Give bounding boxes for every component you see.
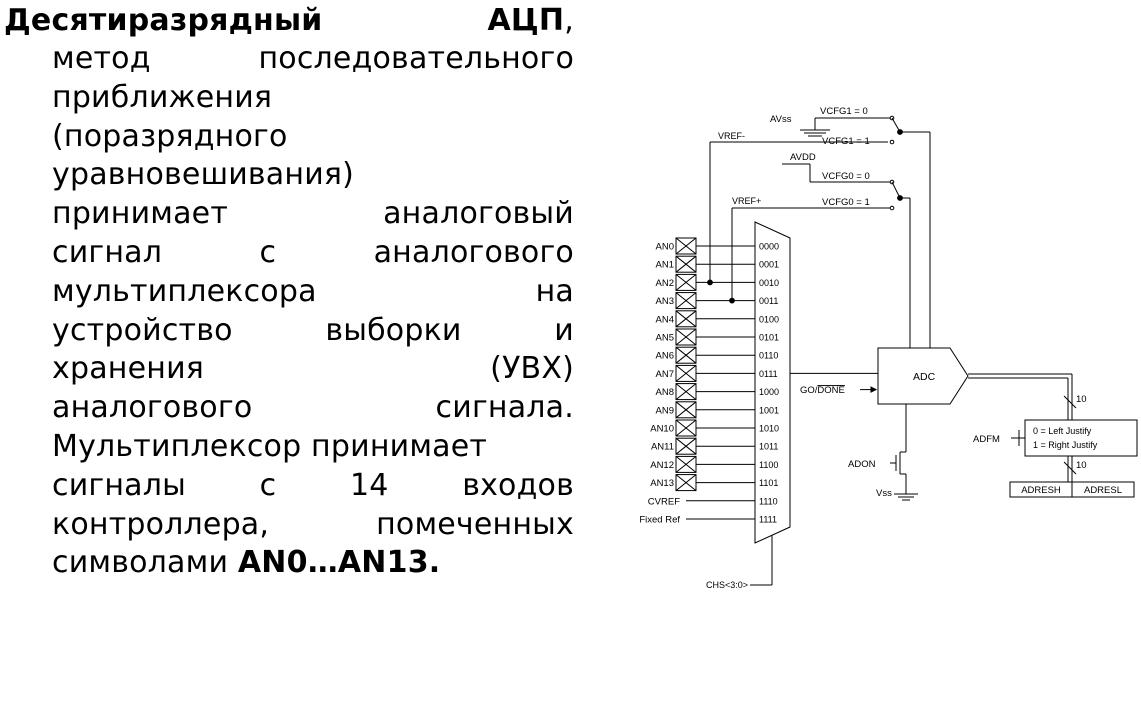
left-justify-label: 0 = Left Justify xyxy=(1033,426,1092,436)
pin-x xyxy=(675,456,697,473)
vcfg1-1-label: VCFG1 = 1 xyxy=(822,136,870,147)
pin-x xyxy=(675,328,697,346)
adfm-label: ADFM xyxy=(973,434,1000,445)
bits-label-bottom: 10 xyxy=(1076,460,1087,471)
text-line: уравновешивания) xyxy=(52,157,355,193)
input-label-an3: AN3 xyxy=(656,296,674,307)
input-label-an8: AN8 xyxy=(656,387,674,398)
text-line: Мультиплексор принимает xyxy=(52,429,488,464)
mux-code: 1001 xyxy=(759,405,779,415)
mux-code: 0010 xyxy=(759,278,779,288)
avdd-label: AVDD xyxy=(790,152,816,163)
pin-x xyxy=(675,237,697,255)
mux-code: 0011 xyxy=(759,296,778,306)
bus-slash xyxy=(1063,395,1077,409)
input-label-an12: AN12 xyxy=(650,460,674,471)
input-label-an13: AN13 xyxy=(650,478,674,489)
adc-label: ADC xyxy=(913,371,936,383)
multiplexer xyxy=(754,221,791,544)
input-label-an6: AN6 xyxy=(656,351,674,362)
mux-code: 1000 xyxy=(759,387,779,397)
heading-word-1: Десятиразрядный xyxy=(4,3,323,38)
input-label-an1: AN1 xyxy=(656,260,674,271)
pin-x xyxy=(675,365,697,382)
heading-line: Десятиразрядный АЦП, xyxy=(4,2,574,40)
adon-label: ADON xyxy=(848,459,876,470)
input-label-an10: AN10 xyxy=(650,424,674,435)
bus-slash xyxy=(1063,461,1077,475)
pin-x xyxy=(675,437,697,455)
vcfg0-1-label: VCFG0 = 1 xyxy=(822,197,870,208)
mux-code: 1011 xyxy=(759,442,778,452)
text-line: хранения(УВХ) xyxy=(52,351,574,387)
mux-code: 1010 xyxy=(759,424,779,434)
chs-label: CHS<3:0> xyxy=(706,580,748,590)
input-label-an9: AN9 xyxy=(656,405,674,416)
avss-label: AVss xyxy=(770,114,792,125)
input-label-an2: AN2 xyxy=(656,278,674,289)
right-justify-label: 1 = Right Justify xyxy=(1033,440,1098,450)
mux-code: 0110 xyxy=(759,351,778,361)
mux-code: 0101 xyxy=(759,333,779,343)
mux-code: 0000 xyxy=(759,242,779,252)
mux-code: 0001 xyxy=(759,260,779,270)
pin-x xyxy=(675,474,697,491)
mux-code: 1111 xyxy=(759,515,777,525)
heading-word-2: АЦП, xyxy=(487,3,574,38)
go-done-label: GO/DONE xyxy=(800,385,845,396)
junction-dot xyxy=(707,279,713,286)
input-label-an7: AN7 xyxy=(656,369,674,380)
adc-block xyxy=(877,347,969,405)
adresl-label: ADRESL xyxy=(1084,485,1122,496)
adresh-label: ADRESH xyxy=(1021,485,1061,496)
input-label-an11: AN11 xyxy=(651,442,674,453)
switch-contact xyxy=(889,139,895,145)
text-line: приближения xyxy=(52,79,273,115)
mux-code: 1110 xyxy=(759,496,778,506)
vcfg1-0-label: VCFG1 = 0 xyxy=(820,106,868,117)
pin-x xyxy=(675,274,697,291)
text-line: контроллера,помеченных xyxy=(52,506,574,542)
input-label-an4: AN4 xyxy=(656,314,674,325)
pin-x xyxy=(675,401,697,419)
adc-block-diagram: AN0AN1AN2AN3AN4AN5AN6AN7AN8AN9AN10AN11AN… xyxy=(639,106,1138,590)
vref-minus-label: VREF- xyxy=(718,131,745,141)
bits-label-top: 10 xyxy=(1076,394,1087,405)
switch-contact xyxy=(889,205,895,211)
mux-code: 0100 xyxy=(759,314,779,324)
pin-x xyxy=(675,383,697,400)
pin-x xyxy=(675,346,697,364)
input-label-extra: Fixed Ref xyxy=(639,515,680,526)
input-label-extra: CVREF xyxy=(648,496,680,507)
junction-dot xyxy=(729,297,735,304)
vref-plus-label: VREF+ xyxy=(732,196,761,206)
pin-x xyxy=(675,292,697,309)
text-line: (поразрядного xyxy=(52,118,288,154)
pin-x xyxy=(675,310,697,328)
adresl-register xyxy=(1071,481,1135,498)
text-line-last: символами AN0…AN13. xyxy=(52,545,441,581)
mux-code: 1101 xyxy=(759,478,778,488)
mux-code: 1100 xyxy=(759,460,778,470)
vcfg0-0-label: VCFG0 = 0 xyxy=(822,171,870,182)
mux-code: 0111 xyxy=(759,369,778,379)
vss-label: Vss xyxy=(876,488,892,499)
arrow-icon xyxy=(870,386,878,393)
vcfg1-switch xyxy=(891,117,901,133)
pin-x xyxy=(675,255,697,273)
vcfg0-switch xyxy=(891,181,901,199)
input-label-an0: AN0 xyxy=(656,242,674,253)
input-label-an5: AN5 xyxy=(656,333,674,344)
pin-x xyxy=(675,419,697,437)
